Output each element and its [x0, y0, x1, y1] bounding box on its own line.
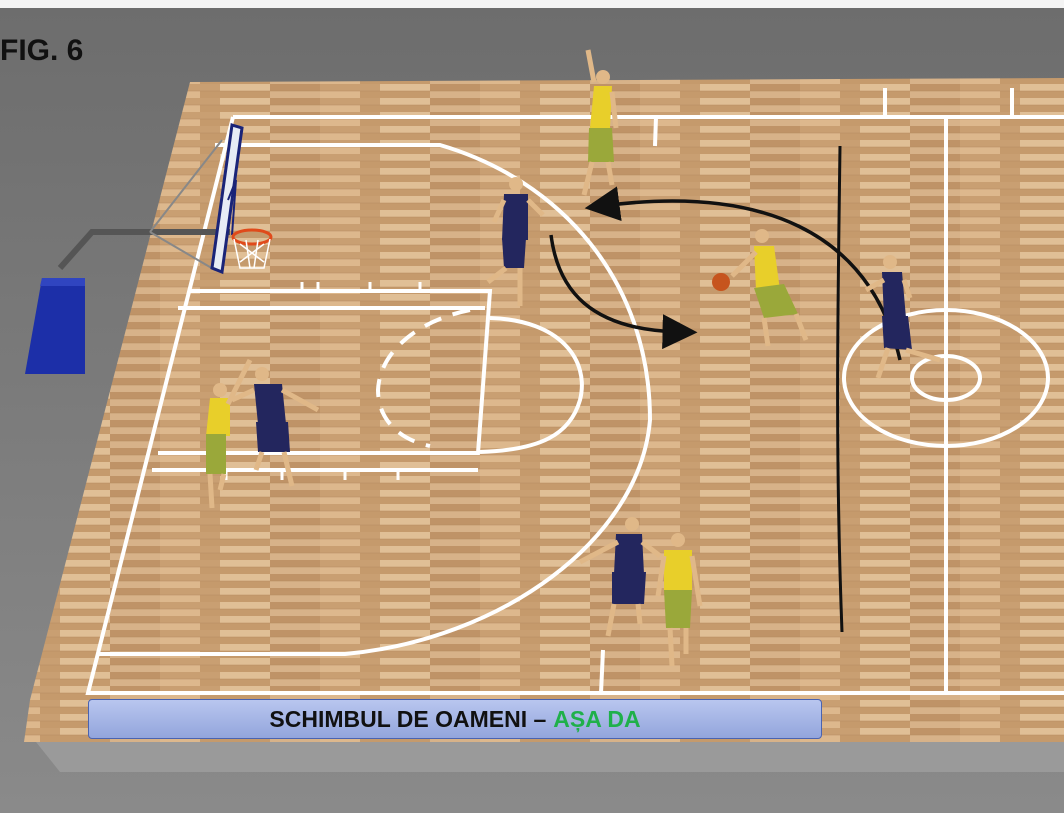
divider-line: [836, 145, 844, 633]
player-yellow-post: [206, 358, 253, 509]
player-yellow-bottom: [655, 533, 703, 667]
backboard-square: [227, 179, 237, 236]
rim: [231, 228, 273, 246]
player-yellow-ballhandler: [712, 229, 809, 347]
top-strip: [0, 0, 1064, 8]
basketball: [712, 273, 730, 291]
backboard: [210, 123, 244, 275]
figure-label: FIG. 6: [0, 34, 84, 67]
caption-box: SCHIMBUL DE OAMENI – AȘA DA: [88, 699, 822, 739]
support-arm: [57, 229, 230, 270]
court-lines: [85, 88, 1064, 695]
net: [233, 238, 271, 269]
switch-arrow: [584, 186, 902, 361]
player-navy-bottom: [578, 517, 662, 637]
stanchion-pad-top: [40, 278, 85, 286]
cut-arrow: [549, 234, 698, 350]
caption-main: SCHIMBUL DE OAMENI –: [269, 705, 547, 732]
player-navy-arc: [486, 177, 545, 306]
support-braces: [149, 139, 223, 271]
caption-accent: AȘA DA: [553, 705, 641, 732]
player-navy-post: [230, 367, 320, 487]
player-yellow-top: [581, 49, 619, 196]
court-floor: [24, 78, 1064, 742]
free-throw-arc-dashed: [375, 308, 471, 448]
stanchion-pad: [25, 278, 85, 374]
player-navy-center: [864, 255, 941, 379]
